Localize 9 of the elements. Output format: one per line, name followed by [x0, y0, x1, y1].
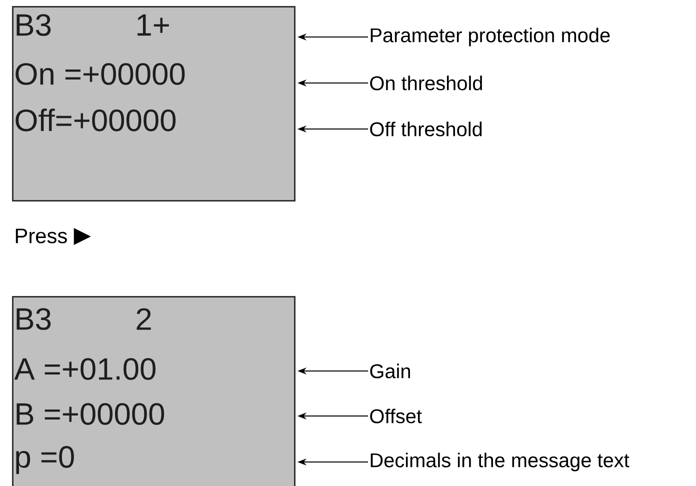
annotation-text: On threshold	[370, 76, 482, 90]
annotation-text: Parameter protection mode	[370, 28, 610, 46]
display-screen: B3 1+ On =+00000 Off=+00000	[12, 6, 296, 202]
instruction-text: Press	[16, 228, 67, 244]
annotation-text: Decimals in the message text	[370, 452, 630, 472]
annotation-text: Offset	[370, 408, 422, 424]
annotation-text: Gain	[370, 364, 410, 378]
display-screen: B3 2 A =+01.00 B =+00000 p =0	[12, 296, 296, 486]
annotation-text: Off threshold	[370, 122, 482, 136]
